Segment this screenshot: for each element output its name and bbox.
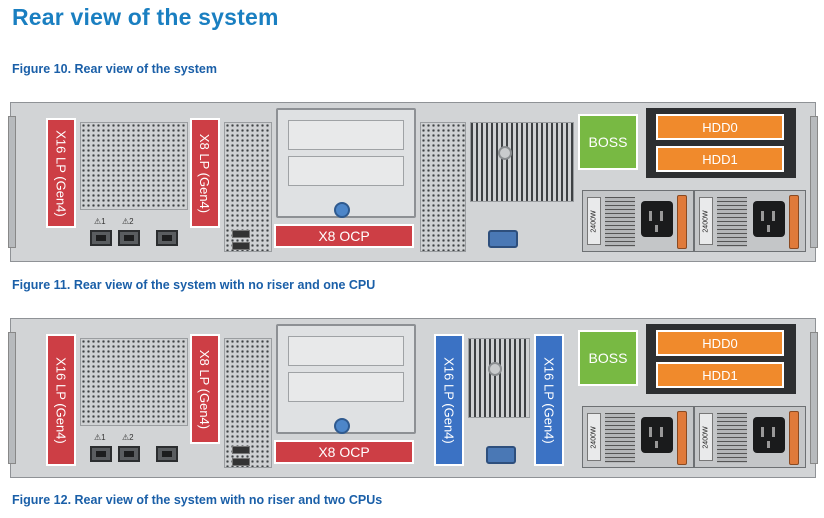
hdd1-label: HDD1	[702, 367, 738, 383]
power-inlet-icon	[753, 201, 785, 237]
psu-handle	[677, 411, 687, 465]
vent-grille	[80, 122, 188, 210]
riser-x8-lp-gen4: X8 LP (Gen4)	[190, 118, 220, 228]
psu-rating-tag: 2400W	[587, 413, 601, 461]
nic-port-icon	[90, 230, 112, 246]
hdd0-slot: HDD0	[656, 114, 784, 140]
riser-label: X16 LP (Gen4)	[541, 356, 557, 444]
riser-cage	[276, 108, 416, 218]
riser-label: X16 LP (Gen4)	[53, 356, 69, 444]
usb-port-icon	[232, 242, 250, 250]
psu-rating-tag: 2400W	[699, 413, 713, 461]
hdd0-slot: HDD0	[656, 330, 784, 356]
slot-blank	[288, 156, 404, 186]
ocp-slot: X8 OCP	[274, 440, 414, 464]
usb-port-icon	[232, 230, 250, 238]
power-supply-2: 2400W	[694, 406, 806, 468]
riser-label: X16 LP (Gen4)	[53, 129, 69, 217]
port-label: ⚠1	[94, 433, 106, 442]
id-button	[488, 362, 502, 376]
thumbscrew-icon	[334, 418, 350, 434]
psu-rating-tag: 2400W	[699, 197, 713, 245]
riser-label: X16 LP (Gen4)	[441, 356, 457, 444]
usb-port-icon	[232, 458, 250, 466]
power-supply-1: 2400W	[582, 190, 694, 252]
rack-ear	[8, 332, 16, 464]
psu-handle	[789, 195, 799, 249]
boss-card: BOSS	[578, 330, 638, 386]
vent-grille	[80, 338, 188, 426]
port-label: ⚠2	[122, 217, 134, 226]
psu-rating: 2400W	[702, 209, 710, 233]
riser-x8-lp-gen4: X8 LP (Gen4)	[190, 334, 220, 444]
vga-port-icon	[486, 446, 516, 464]
rack-ear	[810, 116, 818, 248]
psu-handle	[789, 411, 799, 465]
ocp-label: X8 OCP	[318, 444, 370, 460]
power-inlet-icon	[641, 417, 673, 453]
port-label: ⚠1	[94, 217, 106, 226]
boss-label: BOSS	[588, 134, 628, 150]
page-title: Rear view of the system	[12, 4, 279, 30]
vent-slots	[468, 338, 530, 418]
nic-port-icon	[118, 446, 140, 462]
riser-label: X8 LP (Gen4)	[197, 349, 213, 429]
psu-fan	[605, 197, 635, 247]
riser-label: X8 LP (Gen4)	[197, 133, 213, 213]
hdd0-label: HDD0	[702, 335, 738, 351]
server-rear-view: ⚠1 ⚠2 X16 LP (Gen4) X8 LP (Gen4) X8 OCP …	[8, 318, 818, 478]
riser-x16-lp-gen4: X16 LP (Gen4)	[46, 334, 76, 466]
figure-caption: Figure 11. Rear view of the system with …	[12, 278, 376, 292]
psu-fan	[717, 197, 747, 247]
vent-slots	[470, 122, 574, 202]
riser-cage	[276, 324, 416, 434]
nic-port-icon	[156, 230, 178, 246]
rack-ear	[8, 116, 16, 248]
riser-x16-lp-gen4-cpu2: X16 LP (Gen4)	[434, 334, 464, 466]
psu-rating: 2400W	[590, 209, 598, 233]
hdd1-slot: HDD1	[656, 362, 784, 388]
hdd1-slot: HDD1	[656, 146, 784, 172]
psu-rating: 2400W	[590, 425, 598, 449]
ocp-label: X8 OCP	[318, 228, 370, 244]
vga-port-icon	[488, 230, 518, 248]
slot-blank	[288, 336, 404, 366]
port-label: ⚠2	[122, 433, 134, 442]
riser-x16-lp-gen4-cpu2: X16 LP (Gen4)	[534, 334, 564, 466]
ocp-slot: X8 OCP	[274, 224, 414, 248]
nic-port-icon	[156, 446, 178, 462]
id-button	[498, 146, 512, 160]
psu-fan	[717, 413, 747, 463]
psu-handle	[677, 195, 687, 249]
usb-port-icon	[232, 446, 250, 454]
slot-blank	[288, 120, 404, 150]
psu-fan	[605, 413, 635, 463]
riser-x16-lp-gen4: X16 LP (Gen4)	[46, 118, 76, 228]
slot-blank	[288, 372, 404, 402]
rack-ear	[810, 332, 818, 464]
figure-caption: Figure 12. Rear view of the system with …	[12, 493, 383, 507]
vent-grille	[420, 122, 466, 252]
boss-label: BOSS	[588, 350, 628, 366]
nic-port-icon	[118, 230, 140, 246]
psu-rating-tag: 2400W	[587, 197, 601, 245]
boss-card: BOSS	[578, 114, 638, 170]
server-rear-view: ⚠1 ⚠2 X16 LP (Gen4) X8 LP (Gen4) X8 OCP …	[8, 102, 818, 262]
psu-rating: 2400W	[702, 425, 710, 449]
hdd1-label: HDD1	[702, 151, 738, 167]
power-supply-1: 2400W	[582, 406, 694, 468]
figure-caption: Figure 10. Rear view of the system	[12, 62, 217, 76]
power-inlet-icon	[753, 417, 785, 453]
nic-port-icon	[90, 446, 112, 462]
power-supply-2: 2400W	[694, 190, 806, 252]
thumbscrew-icon	[334, 202, 350, 218]
hdd0-label: HDD0	[702, 119, 738, 135]
power-inlet-icon	[641, 201, 673, 237]
